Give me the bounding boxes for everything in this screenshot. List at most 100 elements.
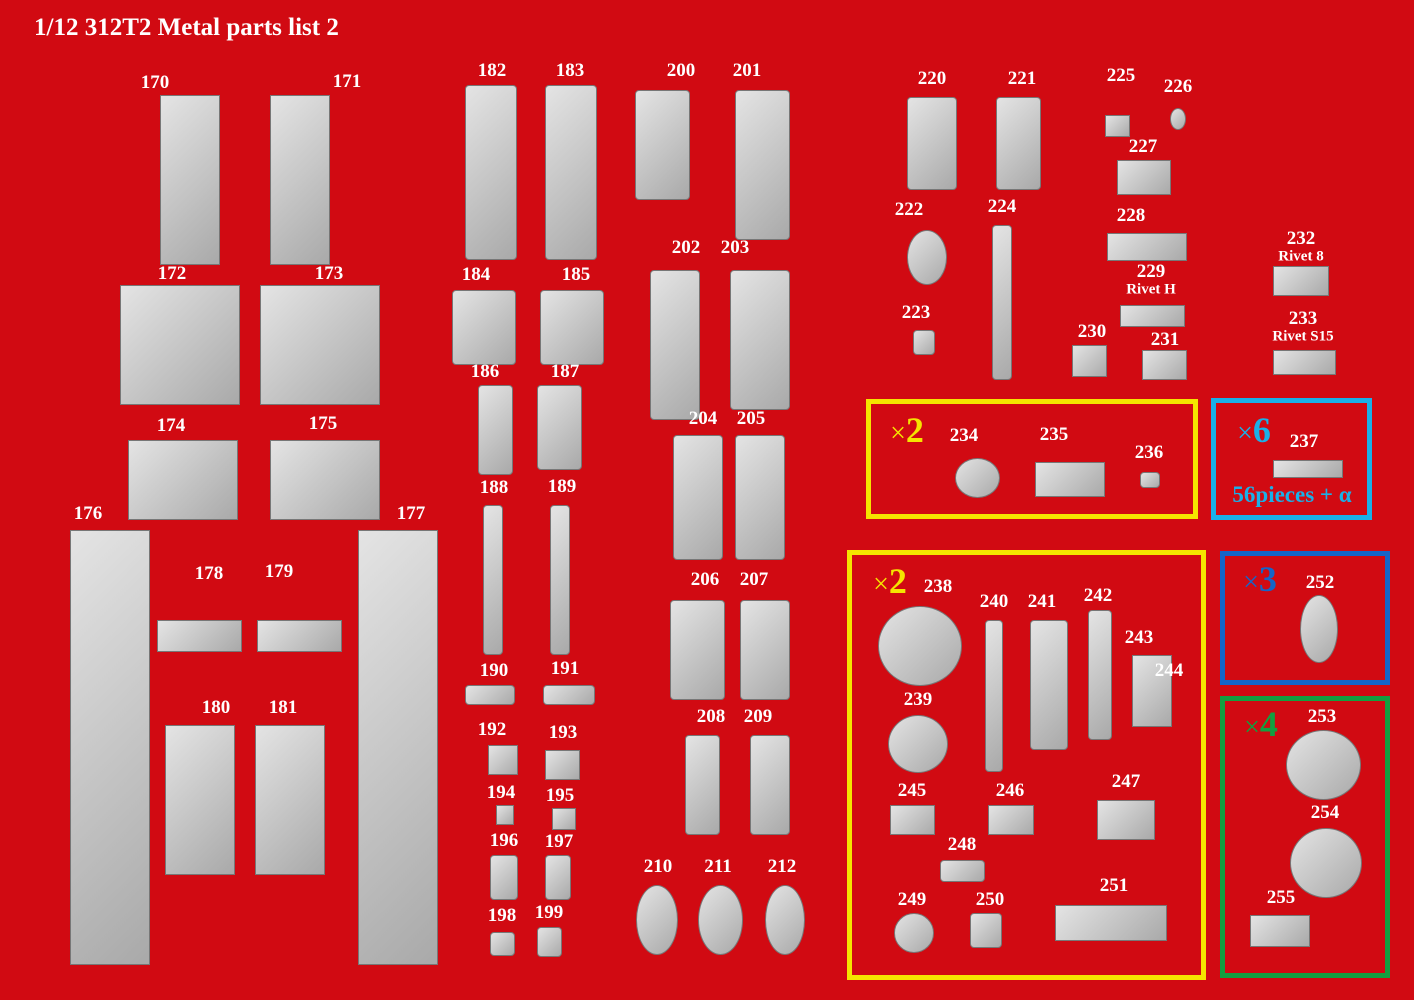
part-number-label: 183 bbox=[555, 60, 585, 81]
part-number-label: 203 bbox=[720, 237, 750, 258]
part-number-label: 241 bbox=[1027, 591, 1057, 612]
part-number-label: 253 bbox=[1307, 706, 1337, 727]
part-number-label: 180 bbox=[201, 697, 231, 718]
metal-part-image bbox=[465, 85, 517, 260]
metal-part-image bbox=[1120, 305, 1185, 327]
metal-part-image bbox=[970, 913, 1002, 948]
metal-part-image bbox=[992, 225, 1012, 380]
part-number-label: 202 bbox=[671, 237, 701, 258]
part-number-label: 201 bbox=[732, 60, 762, 81]
part-number-label: 194 bbox=[486, 782, 516, 803]
times-sign: × bbox=[1237, 418, 1253, 449]
part-number-label: 249 bbox=[897, 889, 927, 910]
metal-part-image bbox=[496, 805, 514, 825]
part-number-label: 229 bbox=[1136, 261, 1166, 282]
part-number-label: 228 bbox=[1116, 205, 1146, 226]
part-number-label: 206 bbox=[690, 569, 720, 590]
metal-part-image bbox=[650, 270, 700, 420]
metal-part-image bbox=[1273, 460, 1343, 478]
part-number-label: 235 bbox=[1039, 424, 1069, 445]
metal-part-image bbox=[552, 808, 576, 830]
metal-part-image bbox=[537, 927, 562, 957]
metal-part-image bbox=[465, 685, 515, 705]
part-number-label: 223 bbox=[901, 302, 931, 323]
part-number-label: 208 bbox=[696, 706, 726, 727]
part-number-label: 174 bbox=[156, 415, 186, 436]
metal-part-image bbox=[1286, 730, 1361, 800]
part-number-label: 225 bbox=[1106, 65, 1136, 86]
part-number-label: 255 bbox=[1266, 887, 1296, 908]
metal-part-image bbox=[988, 805, 1034, 835]
part-number-label: 178 bbox=[194, 563, 224, 584]
metal-part-image bbox=[888, 715, 948, 773]
metal-part-image bbox=[635, 90, 690, 200]
rivet-label-233: Rivet S15 bbox=[1272, 328, 1334, 345]
quantity-box-x2-b bbox=[847, 550, 1206, 980]
part-number-label: 233 bbox=[1288, 308, 1318, 329]
metal-part-image bbox=[490, 932, 515, 956]
part-number-label: 224 bbox=[987, 196, 1017, 217]
part-number-label: 210 bbox=[643, 856, 673, 877]
metal-part-image bbox=[1290, 828, 1362, 898]
part-number-label: 246 bbox=[995, 780, 1025, 801]
part-number-label: 179 bbox=[264, 561, 294, 582]
part-number-label: 221 bbox=[1007, 68, 1037, 89]
part-number-label: 248 bbox=[947, 834, 977, 855]
metal-part-image bbox=[1170, 108, 1186, 130]
metal-part-image bbox=[157, 620, 242, 652]
part-number-label: 236 bbox=[1134, 442, 1164, 463]
part-number-label: 245 bbox=[897, 780, 927, 801]
metal-part-image bbox=[907, 230, 947, 285]
part-number-label: 205 bbox=[736, 408, 766, 429]
metal-part-image bbox=[545, 750, 580, 780]
part-number-label: 176 bbox=[73, 503, 103, 524]
part-number-label: 184 bbox=[461, 264, 491, 285]
metal-part-image bbox=[540, 290, 604, 365]
times-sign: × bbox=[1244, 712, 1260, 743]
multiplier-x2-b: ×2 bbox=[873, 560, 907, 602]
part-number-label: 187 bbox=[550, 361, 580, 382]
metal-part-image bbox=[257, 620, 342, 652]
metal-part-image bbox=[483, 505, 503, 655]
part-number-label: 232 bbox=[1286, 228, 1316, 249]
part-number-label: 234 bbox=[949, 425, 979, 446]
metal-part-image bbox=[985, 620, 1003, 772]
metal-part-image bbox=[1140, 472, 1160, 488]
quantity-box-x2-a bbox=[866, 399, 1198, 519]
metal-part-image bbox=[270, 95, 330, 265]
metal-part-image bbox=[550, 505, 570, 655]
part-number-label: 242 bbox=[1083, 585, 1113, 606]
metal-part-image bbox=[452, 290, 516, 365]
part-number-label: 173 bbox=[314, 263, 344, 284]
part-number-label: 196 bbox=[489, 830, 519, 851]
metal-part-image bbox=[260, 285, 380, 405]
metal-part-image bbox=[488, 745, 518, 775]
part-number-label: 198 bbox=[487, 905, 517, 926]
metal-part-image bbox=[1055, 905, 1167, 941]
part-number-label: 222 bbox=[894, 199, 924, 220]
part-number-label: 237 bbox=[1289, 431, 1319, 452]
rivet-label-232: Rivet 8 bbox=[1278, 248, 1324, 265]
part-number-label: 207 bbox=[739, 569, 769, 590]
multiplier-value: 2 bbox=[888, 561, 907, 601]
metal-part-image bbox=[1142, 350, 1187, 380]
metal-part-image bbox=[750, 735, 790, 835]
metal-part-image bbox=[685, 735, 720, 835]
metal-part-image bbox=[673, 435, 723, 560]
part-number-label: 204 bbox=[688, 408, 718, 429]
multiplier-x2-a: ×2 bbox=[890, 409, 924, 451]
metal-part-image bbox=[160, 95, 220, 265]
part-number-label: 240 bbox=[979, 591, 1009, 612]
metal-part-image bbox=[128, 440, 238, 520]
metal-part-image bbox=[1035, 462, 1105, 497]
quantity-box-x4 bbox=[1220, 696, 1390, 978]
metal-part-image bbox=[537, 385, 582, 470]
multiplier-value: 3 bbox=[1258, 559, 1277, 599]
metal-part-image bbox=[545, 85, 597, 260]
metal-part-image bbox=[1030, 620, 1068, 750]
metal-part-image bbox=[955, 458, 1000, 498]
part-number-label: 227 bbox=[1128, 136, 1158, 157]
metal-part-image bbox=[670, 600, 725, 700]
metal-part-image bbox=[1088, 610, 1112, 740]
part-number-label: 181 bbox=[268, 697, 298, 718]
